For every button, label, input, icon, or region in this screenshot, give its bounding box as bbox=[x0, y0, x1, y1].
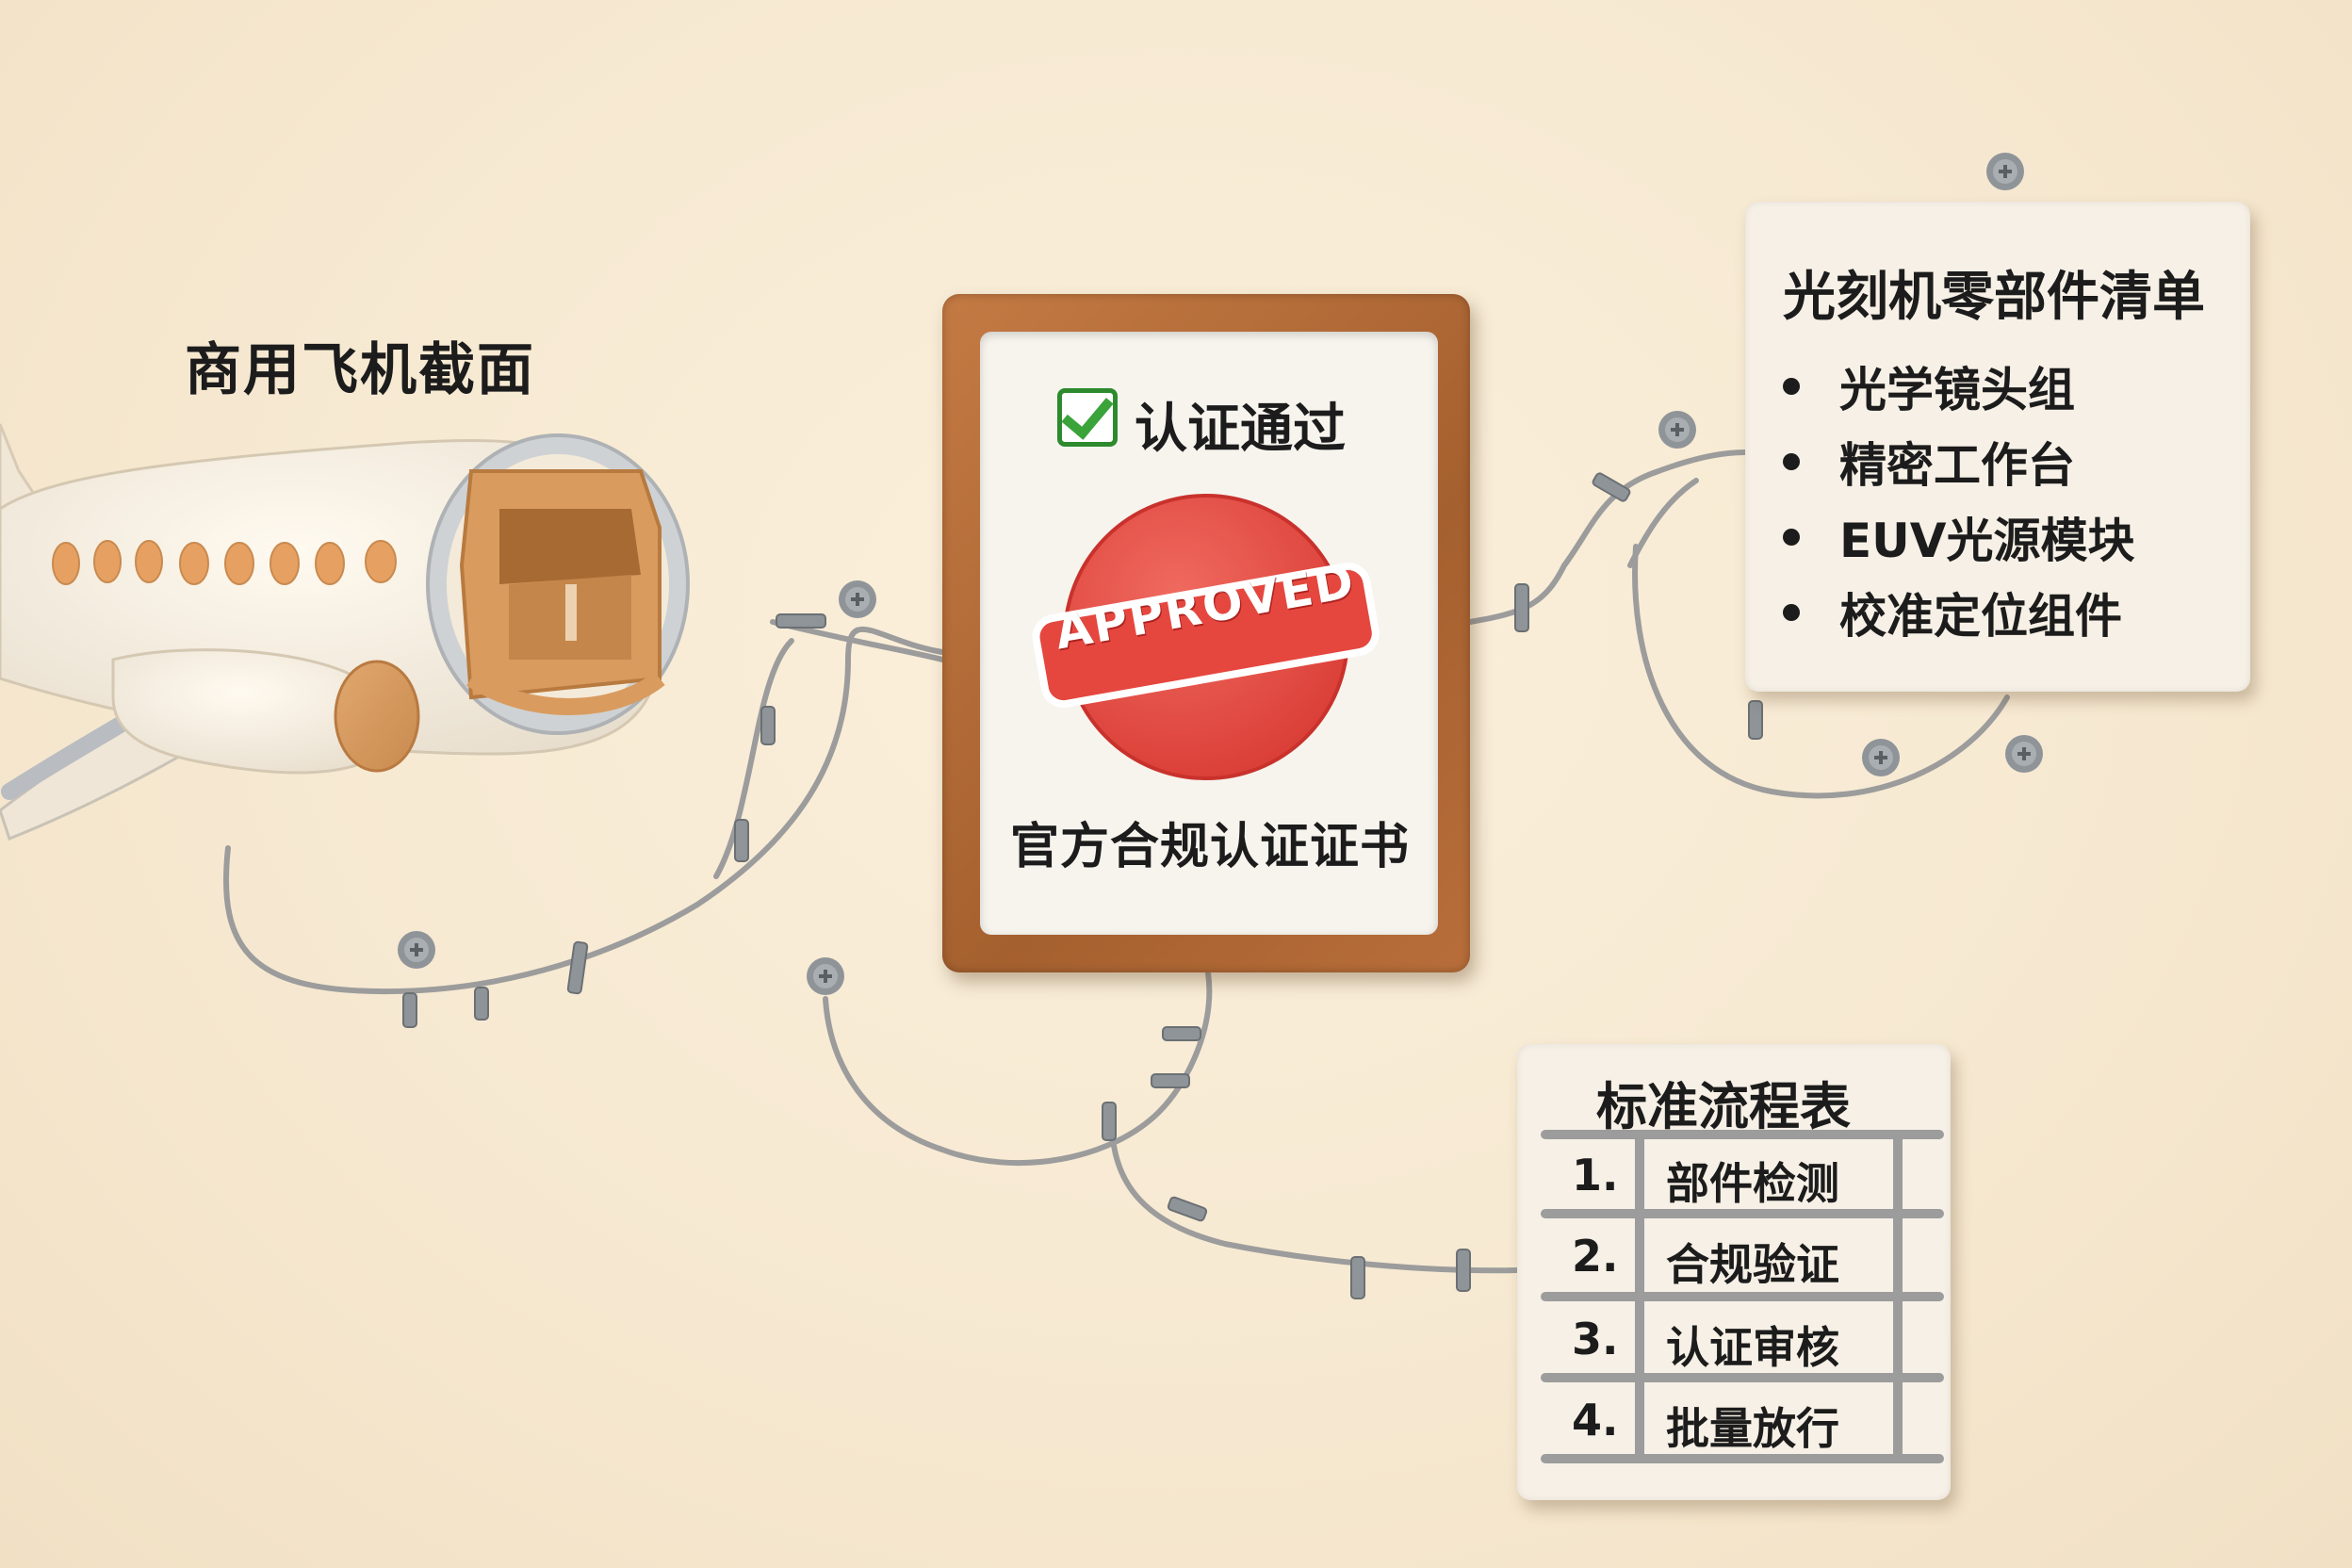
screw-body bbox=[1514, 583, 1529, 632]
parts-list-card bbox=[1745, 202, 2250, 692]
table-row-number: 4. bbox=[1572, 1395, 1619, 1446]
connector-wires bbox=[222, 449, 2010, 1274]
screw-body bbox=[1456, 1249, 1471, 1292]
airplane-section bbox=[0, 423, 690, 841]
table-row-step: 部件检测 bbox=[1666, 1158, 1839, 1209]
parts-list-title: 光刻机零部件清单 bbox=[1783, 267, 2205, 328]
checkmark-icon bbox=[1057, 388, 1118, 447]
list-item: 精密工作台 bbox=[1783, 428, 2075, 496]
list-item: EUV光源模块 bbox=[1783, 503, 2134, 571]
screw-head bbox=[1862, 739, 1900, 776]
table-row-number: 3. bbox=[1572, 1314, 1619, 1364]
table-row-step: 合规验证 bbox=[1666, 1239, 1839, 1290]
screw-head bbox=[398, 931, 435, 969]
certificate-footer: 官方合规认证证书 bbox=[1010, 819, 1411, 875]
screw-head bbox=[807, 957, 844, 995]
list-item: 校准定位组件 bbox=[1783, 579, 2122, 646]
table-row-step: 批量放行 bbox=[1666, 1403, 1839, 1454]
plane-title: 商用飞机截面 bbox=[185, 337, 535, 403]
screw-body bbox=[474, 987, 489, 1021]
certificate-status: 认证通过 bbox=[1135, 399, 1346, 460]
screw-body bbox=[1151, 1073, 1190, 1088]
list-item-label: 精密工作台 bbox=[1839, 438, 2075, 493]
list-item-label: 校准定位组件 bbox=[1839, 589, 2122, 644]
bullet-icon bbox=[1783, 378, 1800, 395]
list-item-label: EUV光源模块 bbox=[1839, 514, 2135, 568]
list-item-label: 光学镜头组 bbox=[1839, 363, 2075, 417]
cabin-windows bbox=[52, 540, 397, 585]
screw-body bbox=[566, 940, 589, 995]
screw-body bbox=[776, 613, 826, 629]
bullet-icon bbox=[1783, 453, 1800, 470]
table-row-step: 认证审核 bbox=[1666, 1322, 1839, 1373]
bullet-icon bbox=[1783, 604, 1800, 621]
screw-body bbox=[1350, 1256, 1365, 1299]
screw-body bbox=[1162, 1026, 1201, 1041]
clay-screws bbox=[398, 153, 2043, 1299]
screw-head bbox=[1986, 153, 2024, 190]
screw-body bbox=[734, 819, 749, 862]
screw-body bbox=[1102, 1102, 1117, 1141]
engine-intake bbox=[334, 660, 420, 773]
screw-head bbox=[1658, 411, 1696, 449]
screw-body bbox=[1748, 700, 1763, 740]
table-row-number: 1. bbox=[1572, 1150, 1619, 1200]
list-item: 光学镜头组 bbox=[1783, 352, 2075, 420]
screw-body bbox=[402, 992, 417, 1028]
process-table-card bbox=[1517, 1044, 1951, 1500]
screw-body bbox=[1592, 472, 1631, 502]
screw-head bbox=[2005, 735, 2043, 773]
screw-body bbox=[1167, 1196, 1208, 1222]
process-table-title: 标准流程表 bbox=[1596, 1077, 1851, 1136]
screw-body bbox=[760, 706, 776, 745]
table-row-number: 2. bbox=[1572, 1231, 1619, 1282]
bullet-icon bbox=[1783, 529, 1800, 546]
screw-head bbox=[839, 580, 876, 618]
engine-nacelle bbox=[111, 648, 398, 775]
